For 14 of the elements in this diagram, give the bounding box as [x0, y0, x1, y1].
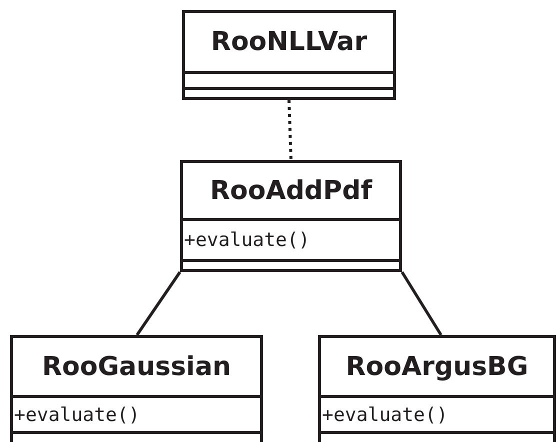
class-box [10, 335, 263, 442]
method-name: +evaluate() [13, 395, 260, 431]
method-name: +evaluate() [183, 218, 399, 259]
class-name: RooArgusBG [344, 350, 530, 384]
class-name: RooGaussian [40, 350, 232, 384]
association-line [400, 271, 442, 336]
dependency-line [288, 100, 292, 160]
class-box [318, 335, 556, 442]
class-box [180, 160, 402, 272]
method-name: +evaluate() [321, 395, 553, 431]
class-name: RooNLLVar [210, 26, 368, 59]
association-line [136, 271, 182, 336]
class-box [182, 10, 396, 100]
class-name: RooAddPdf [208, 174, 374, 208]
